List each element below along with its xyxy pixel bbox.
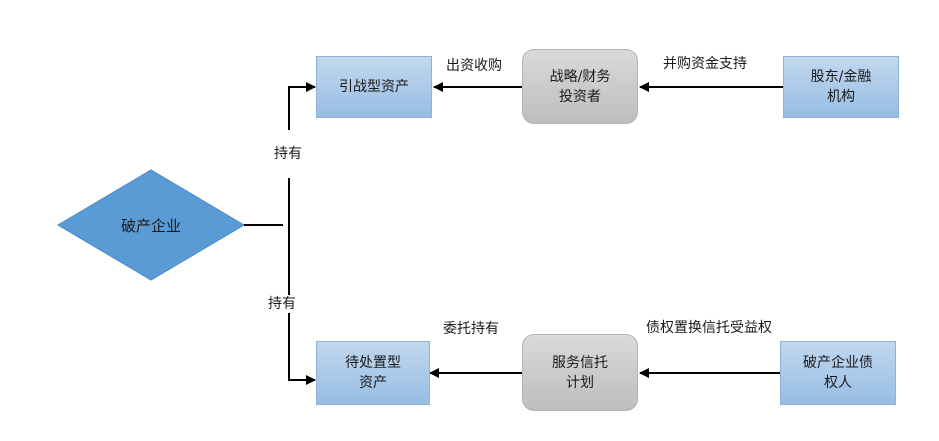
hold-label-top: 持有 [274,145,302,163]
strategic-assets-box: 引战型资产 [316,56,432,118]
ma-funding-label: 并购资金支持 [663,55,747,73]
bankrupt-enterprise-label: 破产企业 [120,216,181,235]
entrusted-holding-label: 委托持有 [443,320,499,338]
acquisition-label: 出资收购 [446,57,502,75]
disposal-assets-box: 待处置型 资产 [316,341,430,405]
connector-lines [244,82,783,385]
shareholders-institutions-box: 股东/金融 机构 [783,56,899,118]
strategic-investor-box: 战略/财务 投资者 [522,49,638,124]
hold-label-bottom: 持有 [268,295,296,313]
creditors-box: 破产企业债 权人 [780,341,896,405]
service-trust-plan-box: 服务信托 计划 [522,334,638,411]
debt-swap-label: 债权置换信托受益权 [646,319,772,337]
